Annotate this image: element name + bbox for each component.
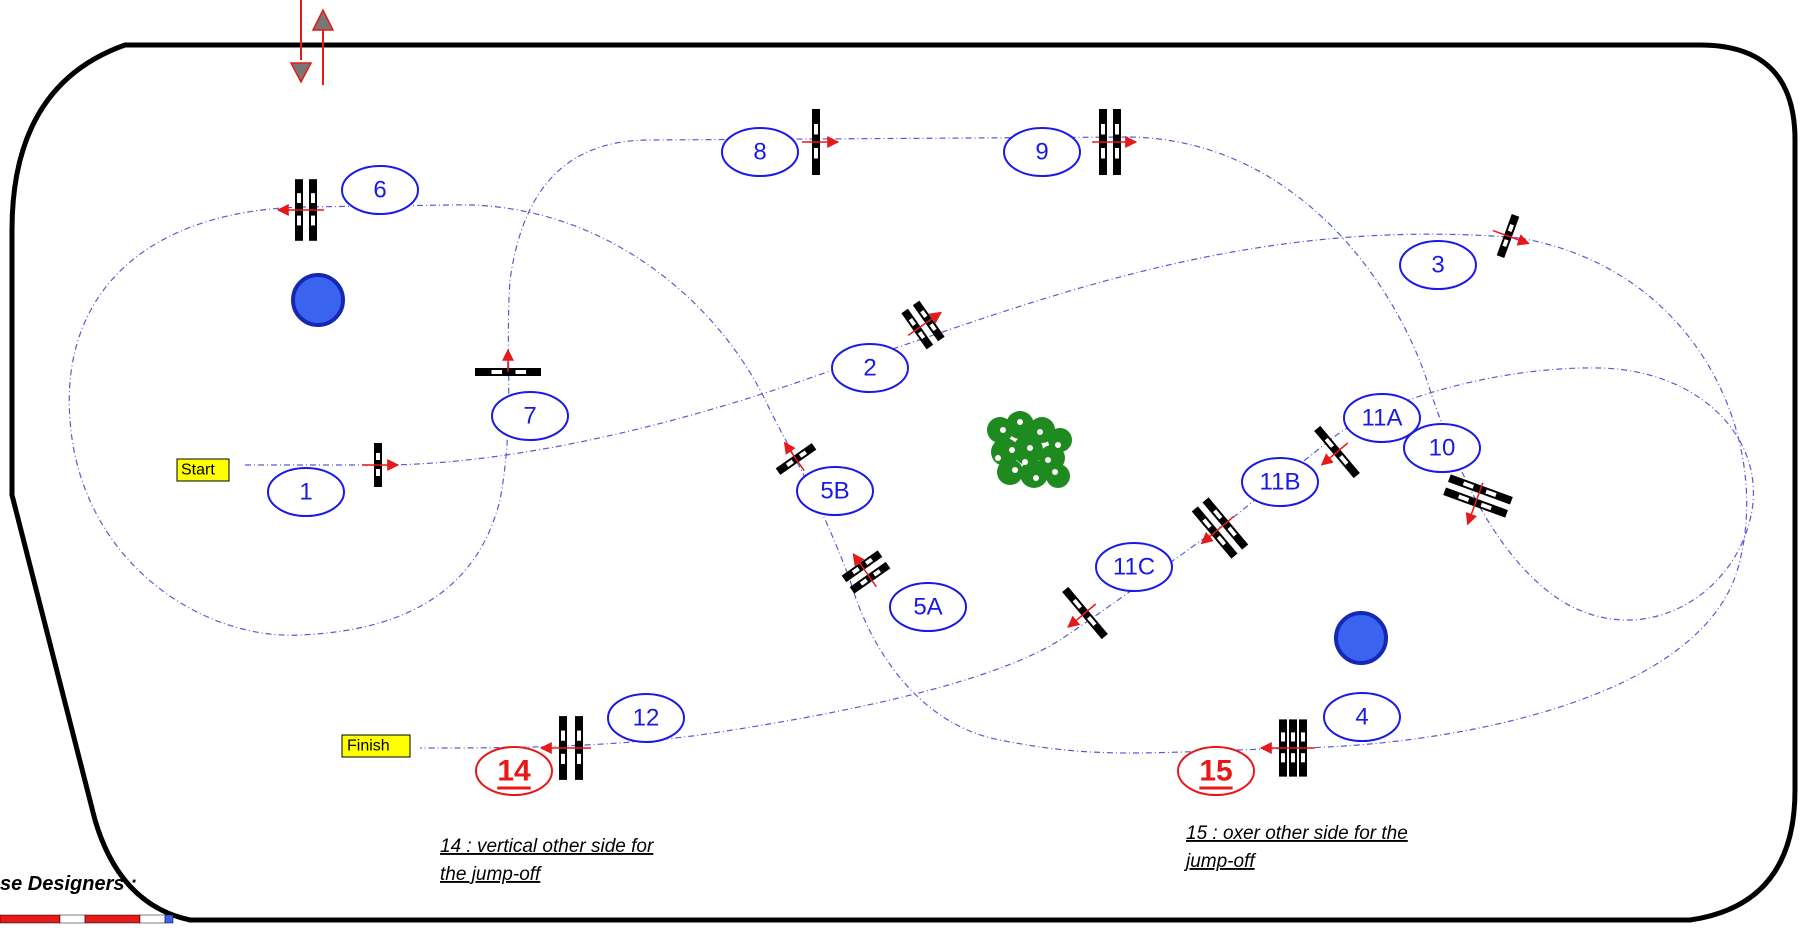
fence-11c: [1062, 586, 1108, 640]
svg-text:3: 3: [1431, 252, 1444, 279]
label-11a: 11A: [1343, 393, 1421, 443]
fence-1: [362, 443, 400, 487]
svg-text:11A: 11A: [1362, 405, 1403, 432]
entrance-arrows-icon: [289, 0, 335, 85]
label-8: 8: [721, 127, 799, 177]
label-7: 7: [491, 391, 569, 441]
fence-8: [802, 109, 840, 175]
fence-5a: [841, 550, 891, 594]
designers-color-bar: [0, 914, 174, 924]
svg-text:6: 6: [373, 177, 386, 204]
note-15-line2: jump-off: [1183, 851, 1256, 872]
finish-tag: Finish: [341, 734, 411, 758]
label-10: 10: [1403, 423, 1481, 473]
svg-text:2: 2: [863, 355, 876, 382]
label-11b: 11B: [1241, 457, 1319, 507]
svg-text:4: 4: [1355, 704, 1368, 731]
fence-12: [539, 716, 591, 780]
svg-text:11B: 11B: [1260, 469, 1301, 496]
fence-3: [1492, 213, 1530, 259]
fence-11b: [1191, 497, 1249, 559]
label-5a: 5A: [889, 582, 967, 632]
fence-7: [475, 348, 541, 376]
fence-2: [901, 300, 945, 350]
blue-marker-left: [291, 273, 345, 327]
label-9: 9: [1003, 127, 1081, 177]
svg-text:7: 7: [523, 403, 536, 430]
label-3: 3: [1399, 240, 1477, 290]
svg-text:12: 12: [633, 705, 660, 732]
fence-11a: [1314, 425, 1360, 479]
label-12: 12: [607, 693, 685, 743]
note-15-line1: 15 : oxer other side for the: [1186, 823, 1408, 844]
svg-text:5A: 5A: [913, 594, 942, 621]
finish-text: Finish: [347, 738, 390, 755]
svg-text:15: 15: [1199, 755, 1232, 788]
start-text: Start: [181, 462, 215, 479]
svg-text:1: 1: [299, 479, 312, 506]
fence-4: [1259, 719, 1315, 777]
fence-10: [1443, 474, 1513, 526]
fence-6: [276, 179, 324, 241]
svg-text:5B: 5B: [820, 478, 849, 505]
svg-text:14: 14: [497, 755, 531, 788]
start-tag: Start: [176, 458, 230, 482]
svg-text:8: 8: [753, 139, 766, 166]
course-route: [68, 136, 1755, 754]
fence-5b: [775, 441, 817, 475]
label-2: 2: [831, 343, 909, 393]
label-6: 6: [341, 165, 419, 215]
label-14-jumpoff: 14: [475, 746, 553, 796]
svg-text:9: 9: [1035, 139, 1048, 166]
arena-boundary: [9, 42, 1798, 923]
label-15-jumpoff: 15: [1177, 746, 1255, 796]
label-4: 4: [1323, 692, 1401, 742]
svg-text:10: 10: [1429, 435, 1456, 462]
svg-text:11C: 11C: [1113, 554, 1155, 581]
fence-9: [1092, 109, 1138, 175]
designers-label: se Designers :: [0, 873, 137, 895]
label-5b: 5B: [796, 466, 874, 516]
note-14-line1: 14 : vertical other side for: [440, 836, 654, 857]
note-14-line2: the jump-off: [440, 864, 542, 885]
blue-marker-right: [1334, 611, 1388, 665]
label-1: 1: [267, 467, 345, 517]
bush-icon: [987, 411, 1072, 488]
label-11c: 11C: [1095, 542, 1173, 592]
